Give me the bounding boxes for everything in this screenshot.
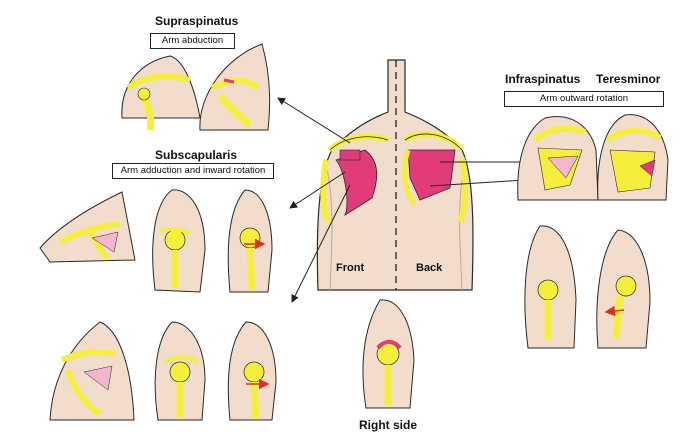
teres-minor-title: Teresminor xyxy=(596,72,661,86)
teres-minor-panel xyxy=(597,114,669,201)
subscapularis-panel-4 xyxy=(49,321,135,421)
subscapularis-title: Subscapularis xyxy=(155,148,238,162)
supraspinatus-panel-1 xyxy=(121,55,201,131)
posterior-action: Arm outward rotation xyxy=(504,91,664,107)
right-side-shoulder xyxy=(362,299,415,409)
subscapularis-panel-6 xyxy=(227,321,277,421)
infraspinatus-panel xyxy=(517,116,599,201)
right-side-label: Right side xyxy=(359,418,418,432)
infraspinatus-title: Infraspinatus xyxy=(505,72,581,86)
supraspinatus-action: Arm abduction xyxy=(150,33,235,49)
subscapularis-panel-2 xyxy=(152,189,206,293)
subscapularis-action: Arm adduction and inward rotation xyxy=(112,163,274,179)
supraspinatus-title: Supraspinatus xyxy=(155,14,239,28)
subscapularis-panel-1 xyxy=(39,191,136,263)
outward-rotation-arm-2 xyxy=(596,229,651,349)
subscapularis-panel-5 xyxy=(154,321,206,421)
outward-rotation-arm-1 xyxy=(524,225,577,349)
subscapularis-panel-3 xyxy=(227,189,273,293)
front-label: Front xyxy=(336,262,365,274)
back-label: Back xyxy=(416,262,443,274)
front-shoulder-anatomy xyxy=(320,133,389,223)
supraspinatus-panel-2 xyxy=(199,43,271,131)
